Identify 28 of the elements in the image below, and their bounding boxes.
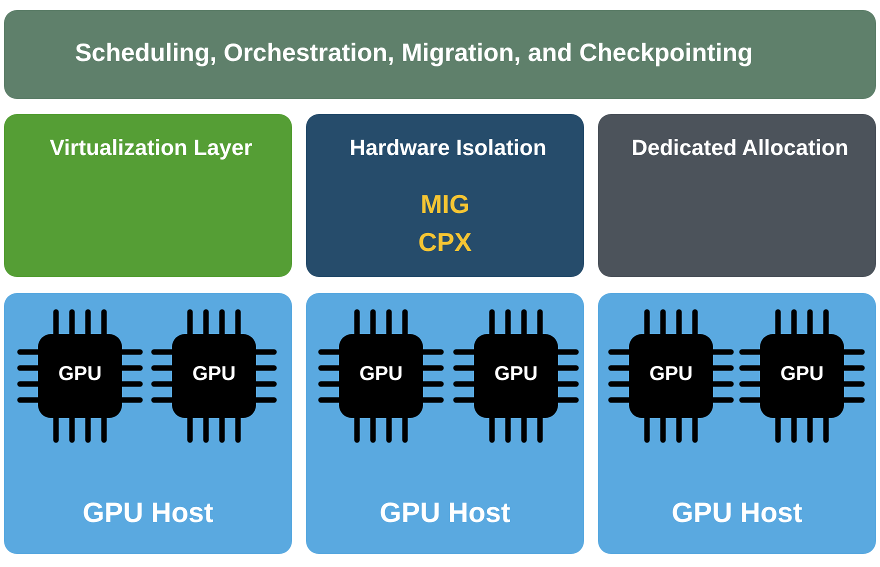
chip-label: GPU [191,363,237,386]
chip-label: GPU [779,363,825,386]
chip-label: GPU [57,363,103,386]
microchip [318,309,444,443]
host-label: GPU Host [378,497,512,530]
mode-label: CPX [417,228,473,258]
microchip [453,309,579,443]
chip-label: GPU [493,363,539,386]
layer-band [4,10,876,99]
layer-panel [598,114,876,277]
layer-panel [306,114,584,277]
panel-title: Hardware Isolation [348,135,548,160]
microchip [17,309,143,443]
host-panel [306,293,584,554]
band-title: Scheduling, Orchestration, Migration, and Checkpointing [75,39,753,68]
host-panel [598,293,876,554]
chip-label: GPU [648,363,694,386]
microchip [739,309,865,443]
layer-panel [4,114,292,277]
host-label: GPU Host [82,497,214,530]
host-panel [4,293,292,554]
mode-label: MIG [419,190,471,220]
microchip [151,309,277,443]
host-label: GPU Host [670,497,804,530]
chip-label: GPU [358,363,404,386]
microchip [608,309,734,443]
panel-title: Virtualization Layer [48,135,254,160]
panel-title: Dedicated Allocation [630,135,850,160]
